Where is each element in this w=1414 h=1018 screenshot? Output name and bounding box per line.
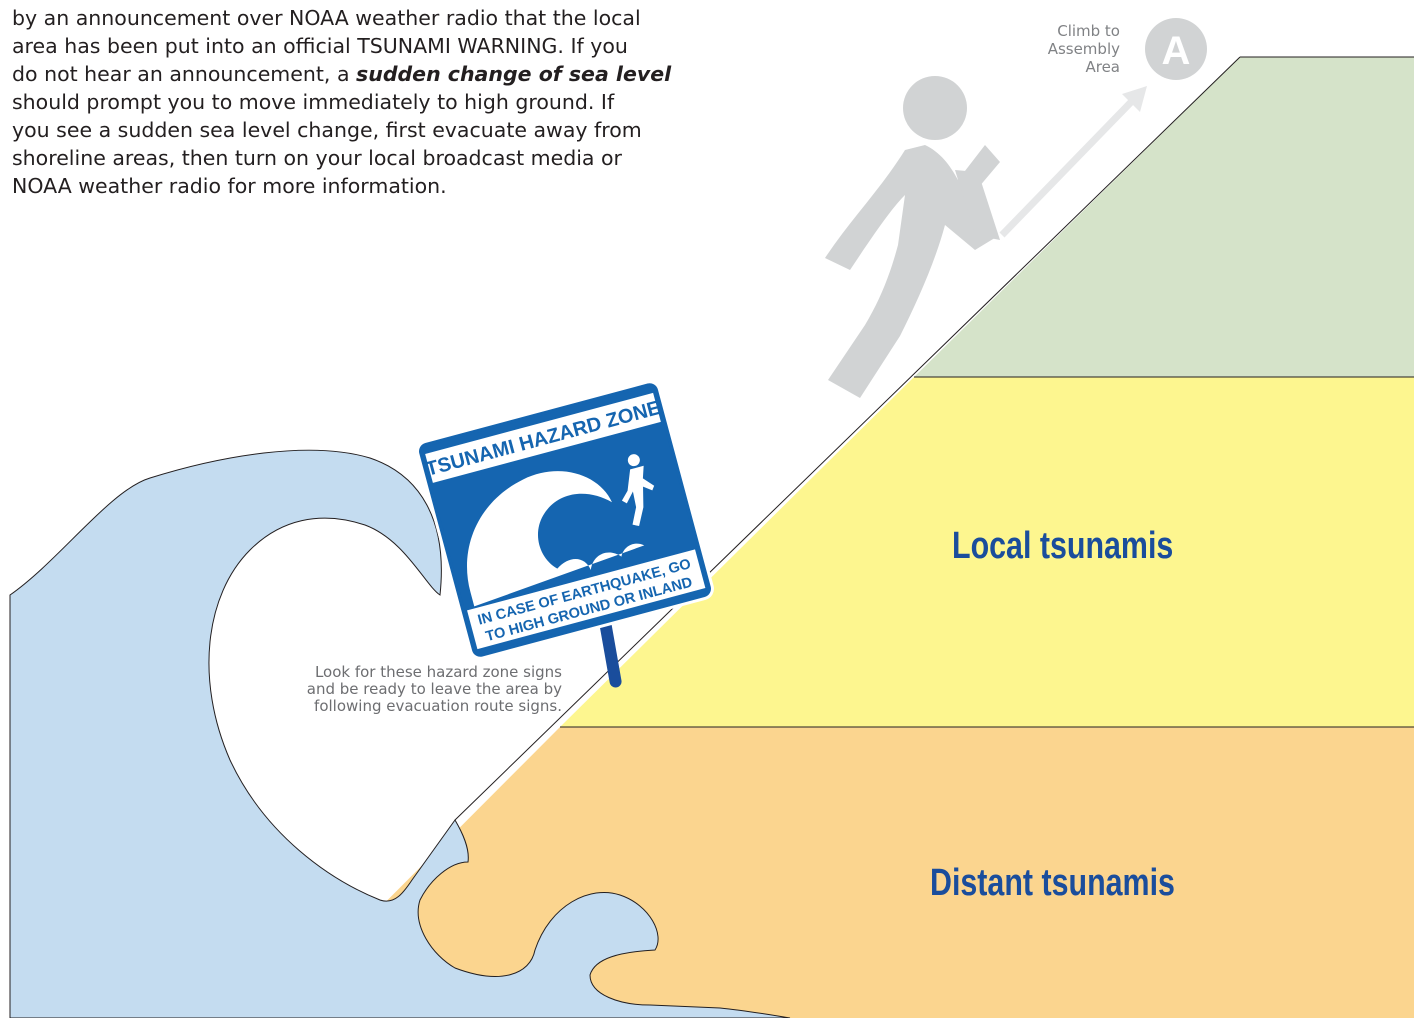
assembly-area-label: Climb to Assembly Area (1010, 22, 1120, 76)
intro-line: area has been put into an official TSUNA… (12, 34, 628, 58)
caption-line: and be ready to leave the area by (306, 680, 562, 698)
sign-caption: Look for these hazard zone signs and be … (262, 664, 562, 715)
local-tsunamis-label: Local tsunamis (952, 525, 1174, 567)
assembly-area-badge-icon: A (1145, 18, 1207, 80)
intro-line: do not hear an announcement, a sudden ch… (12, 60, 732, 88)
intro-line: you see a sudden sea level change, first… (12, 118, 642, 142)
evacuation-direction-arrow (999, 86, 1147, 238)
sign-wave-icon (467, 471, 645, 607)
high-ground-zone (914, 57, 1414, 377)
sign-post (598, 610, 622, 688)
assembly-badge-letter: A (1162, 29, 1191, 73)
caption-line: Look for these hazard zone signs (314, 663, 562, 681)
tsunami-hazard-zone-sign: TSUNAMI HAZARD ZONE IN CASE OF EARTHQUAK… (416, 380, 714, 660)
running-person-icon (825, 76, 1000, 398)
intro-emphasis: sudden change of sea level (356, 62, 672, 86)
intro-line: should prompt you to move immediately to… (12, 90, 615, 114)
intro-line-start: do not hear an announcement, a (12, 62, 357, 86)
intro-line: shoreline areas, then turn on your local… (12, 146, 622, 170)
assembly-label-line: Assembly (1047, 40, 1120, 58)
intro-paragraph: by an announcement over NOAA weather rad… (12, 4, 732, 200)
intro-line: by an announcement over NOAA weather rad… (12, 6, 641, 30)
sign-runner-icon (621, 454, 655, 527)
shore-slope-line (454, 56, 1241, 821)
intro-line: NOAA weather radio for more information. (12, 174, 447, 198)
assembly-label-line: Area (1085, 58, 1120, 76)
assembly-label-line: Climb to (1057, 22, 1120, 40)
caption-line: following evacuation route signs. (314, 697, 562, 715)
local-tsunami-zone (560, 377, 1414, 727)
tsunami-wave (9, 449, 791, 1018)
distant-tsunamis-label: Distant tsunamis (930, 862, 1175, 904)
